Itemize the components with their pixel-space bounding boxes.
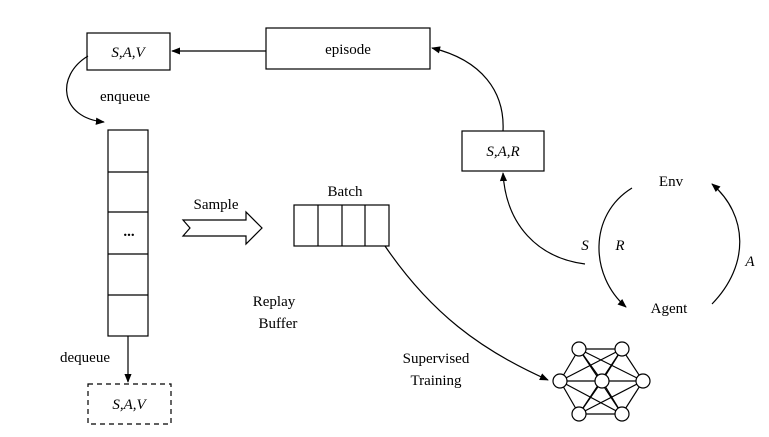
sav-box-bottom — [87, 383, 172, 425]
sav-label-bottom: S,A,V — [112, 397, 147, 413]
agent-to-env-arrow — [711, 183, 741, 305]
env-to-agent-arrow — [598, 187, 633, 308]
a-label: A — [744, 254, 755, 270]
sav-label-top: S,A,V — [111, 45, 146, 61]
batch-to-network-arrow — [384, 245, 549, 381]
neural-network-icon — [552, 341, 651, 422]
r-label: R — [614, 238, 624, 254]
batch-label: Batch — [328, 184, 363, 200]
replay-label: Replay — [253, 294, 296, 310]
replay-buffer-queue — [107, 129, 149, 337]
buffer-label: Buffer — [259, 316, 298, 332]
enqueue-label: enqueue — [100, 89, 150, 105]
sar-label: S,A,R — [486, 144, 519, 160]
queue-ellipsis: ... — [123, 224, 135, 240]
s-label: S — [581, 238, 589, 254]
batch-box — [293, 204, 390, 247]
sar-to-episode-arrow — [431, 46, 504, 132]
sav-box-top — [86, 32, 171, 71]
sar-box — [461, 130, 545, 172]
episode-box — [265, 27, 431, 70]
supervised-label: Supervised — [403, 351, 470, 367]
enqueue-arrow — [66, 55, 105, 125]
env-to-sar-arrow — [499, 172, 586, 265]
dequeue-label: dequeue — [60, 350, 110, 366]
training-label: Training — [410, 373, 462, 389]
episode-label: episode — [325, 42, 371, 58]
sample-arrow — [181, 210, 263, 246]
env-label: Env — [659, 174, 684, 190]
agent-label: Agent — [651, 301, 688, 317]
sample-label: Sample — [194, 197, 239, 213]
